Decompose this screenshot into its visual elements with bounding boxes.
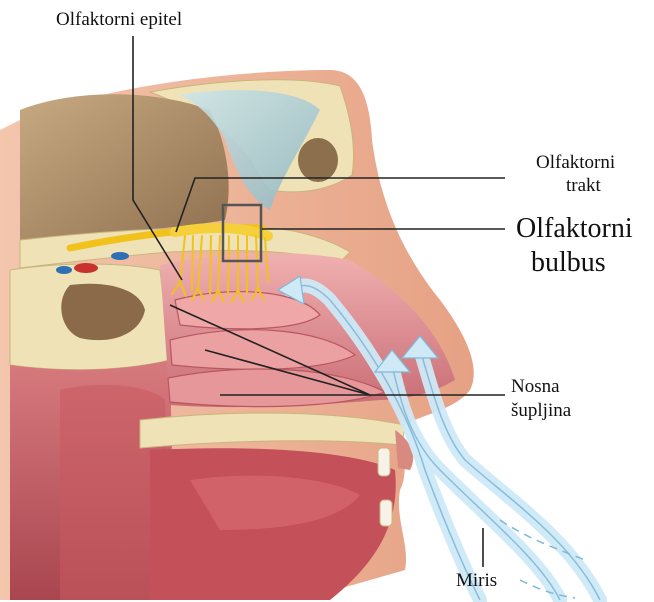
brain <box>20 94 229 240</box>
vessel-blue-2 <box>111 252 129 260</box>
label-olfactory-tract-line1: Olfaktorni <box>536 152 615 174</box>
frontal-sinus <box>298 138 338 182</box>
lower-tooth <box>380 500 392 526</box>
label-olfactory-epithelium: Olfaktorni epitel <box>56 9 182 31</box>
label-nasal-cavity-line2: šupljina <box>511 400 571 422</box>
label-olfactory-bulb-line1: Olfaktorni <box>516 212 633 246</box>
upper-tooth <box>378 448 390 476</box>
label-olfactory-bulb-line2: bulbus <box>531 246 606 280</box>
vessel-blue-1 <box>56 266 72 274</box>
vessel-red <box>74 263 98 273</box>
label-olfactory-tract-line2: trakt <box>566 175 601 197</box>
label-odor: Miris <box>456 570 497 592</box>
label-nasal-cavity-line1: Nosna <box>511 376 560 398</box>
